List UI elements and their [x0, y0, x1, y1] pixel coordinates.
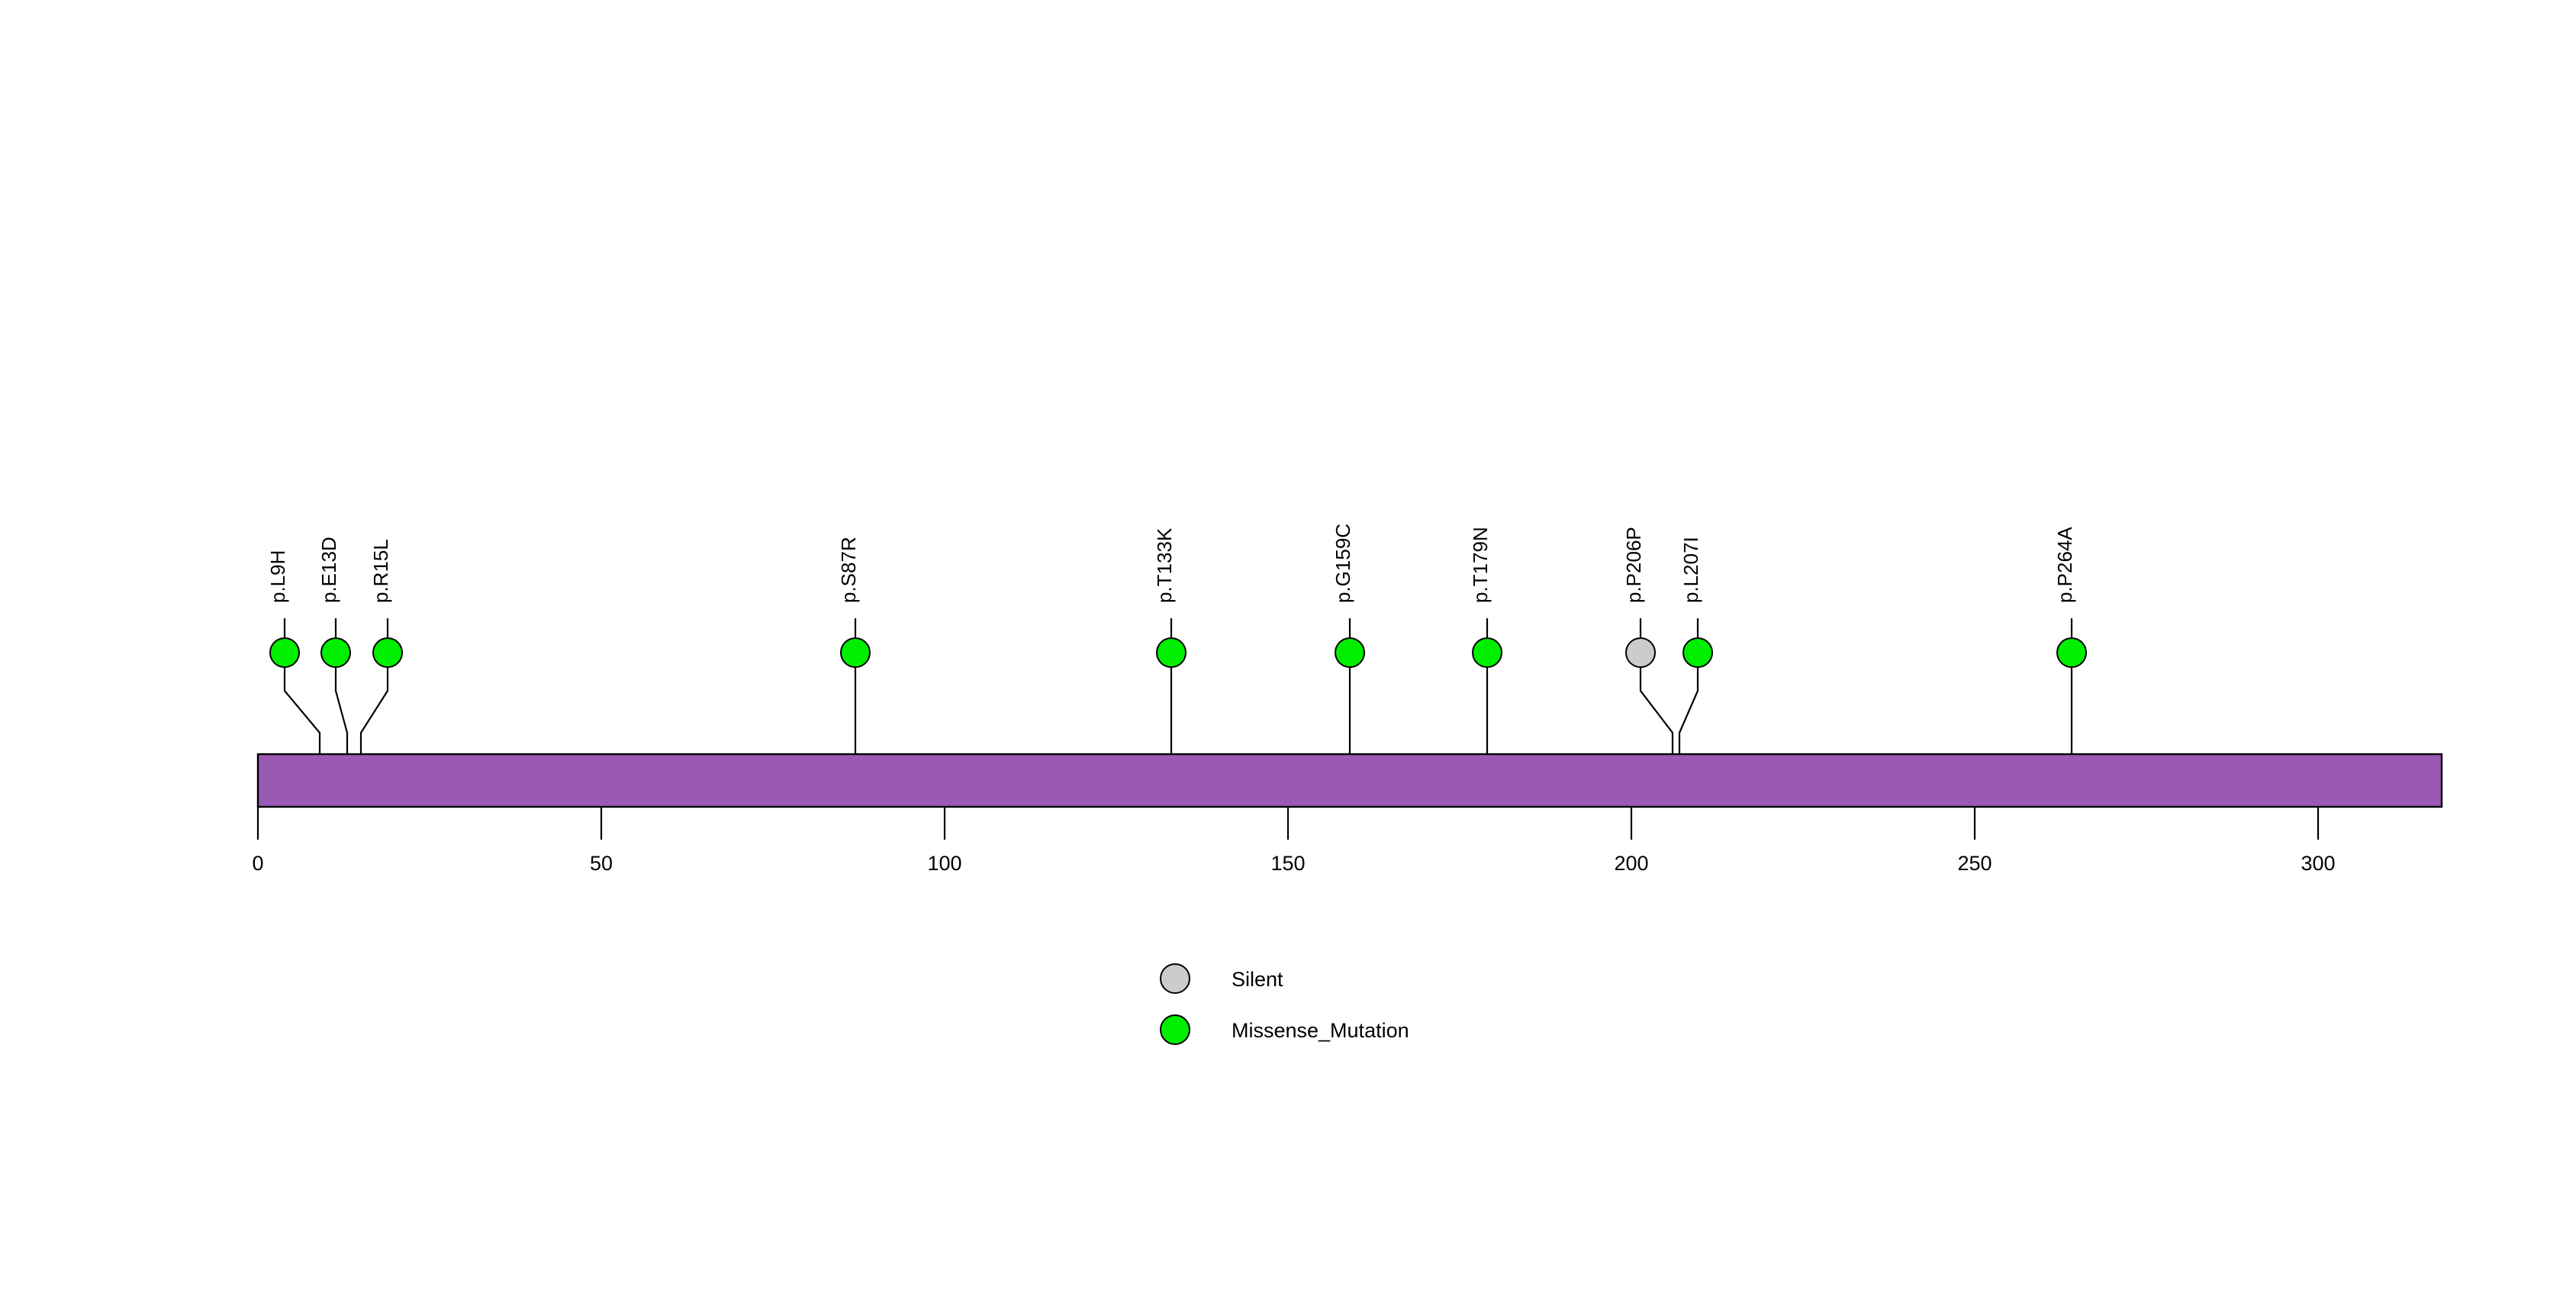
mutation-marker[interactable] [1682, 637, 1713, 668]
legend-swatch-silent[interactable] [1160, 963, 1190, 994]
mutation-marker[interactable] [840, 637, 871, 668]
protein-backbone-layer [256, 753, 2443, 808]
mutation-label: p.L207I [1679, 537, 1702, 603]
mutation-label: p.L9H [266, 550, 289, 603]
position-axis-layer: 0 50 100 150 200 250 300 [252, 807, 2336, 875]
mutation-label: p.R15L [369, 539, 392, 603]
mutation-label: p.E13D [317, 537, 340, 603]
axis-tick-label-250: 250 [1957, 852, 1992, 875]
axis-tick-label-0: 0 [252, 852, 263, 875]
mutation-label: p.T179N [1469, 527, 1492, 603]
axis-tick-label-50: 50 [590, 852, 613, 875]
mutation-label: p.S87R [837, 537, 860, 603]
legend-label-missense_mutation: Missense_Mutation [1232, 1019, 1409, 1042]
mutation-marker[interactable] [1335, 637, 1365, 668]
mutation-marker[interactable] [320, 637, 351, 668]
axis-tick-label-100: 100 [927, 852, 961, 875]
mutation-marker[interactable] [372, 637, 403, 668]
mutation-labels-layer: p.L9H p.E13D p.R15L p.S87R p.T133K p.G159C p.T… [266, 524, 2076, 603]
mutation-label: p.P264A [2053, 527, 2076, 603]
mutation-label: p.T133K [1153, 527, 1176, 603]
axis-tick-label-150: 150 [1270, 852, 1305, 875]
mutation-label: p.P206P [1622, 527, 1645, 603]
mutation-marker[interactable] [1472, 637, 1502, 668]
legend-swatch-missense_mutation[interactable] [1160, 1014, 1190, 1045]
mutation-marker[interactable] [1625, 637, 1656, 668]
axis-tick-label-200: 200 [1614, 852, 1648, 875]
mutation-marker[interactable] [2056, 637, 2087, 668]
protein-backbone-rect [256, 753, 2443, 808]
mutation-markers-layer [269, 637, 2087, 668]
mutation-marker[interactable] [1156, 637, 1187, 668]
axis-tick-label-300: 300 [2301, 852, 2335, 875]
mutation-label: p.G159C [1331, 524, 1354, 603]
legend-label-silent: Silent [1232, 968, 1283, 991]
mutation-marker[interactable] [269, 637, 300, 668]
